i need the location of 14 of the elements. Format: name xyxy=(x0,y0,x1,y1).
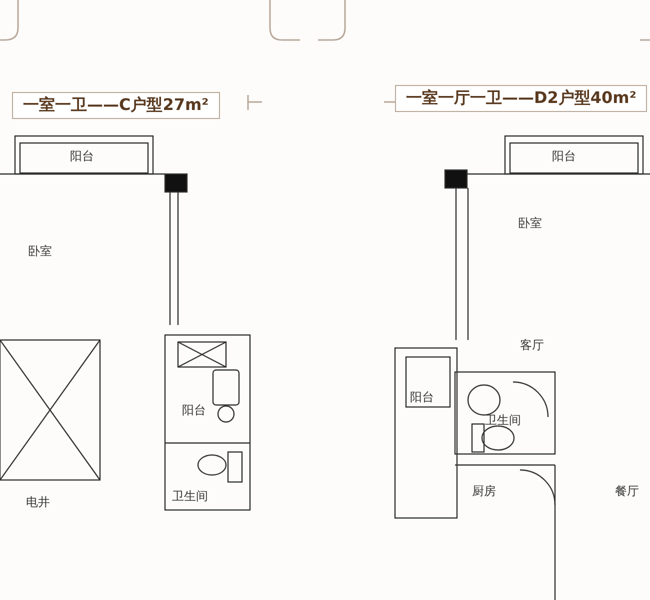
unit-type-heading: 一室一厅一卫——D2户型40m² xyxy=(395,85,648,112)
room-label: 餐厅 xyxy=(615,483,639,500)
room-label: 阳台 xyxy=(552,148,576,165)
room-label: 电井 xyxy=(26,494,50,511)
room-label: 卧室 xyxy=(518,215,542,232)
room-label: 阳台 xyxy=(70,148,94,165)
room-label: 卫生间 xyxy=(172,488,208,505)
room-label: 厨房 xyxy=(472,483,496,500)
room-label: 阳台 xyxy=(410,389,434,406)
room-label: 卧室 xyxy=(28,243,52,260)
room-label: 卫生间 xyxy=(485,412,521,429)
room-label: 阳台 xyxy=(182,402,206,419)
room-label: 客厅 xyxy=(520,337,544,354)
unit-type-heading: 一室一卫——C户型27m² xyxy=(12,92,220,119)
